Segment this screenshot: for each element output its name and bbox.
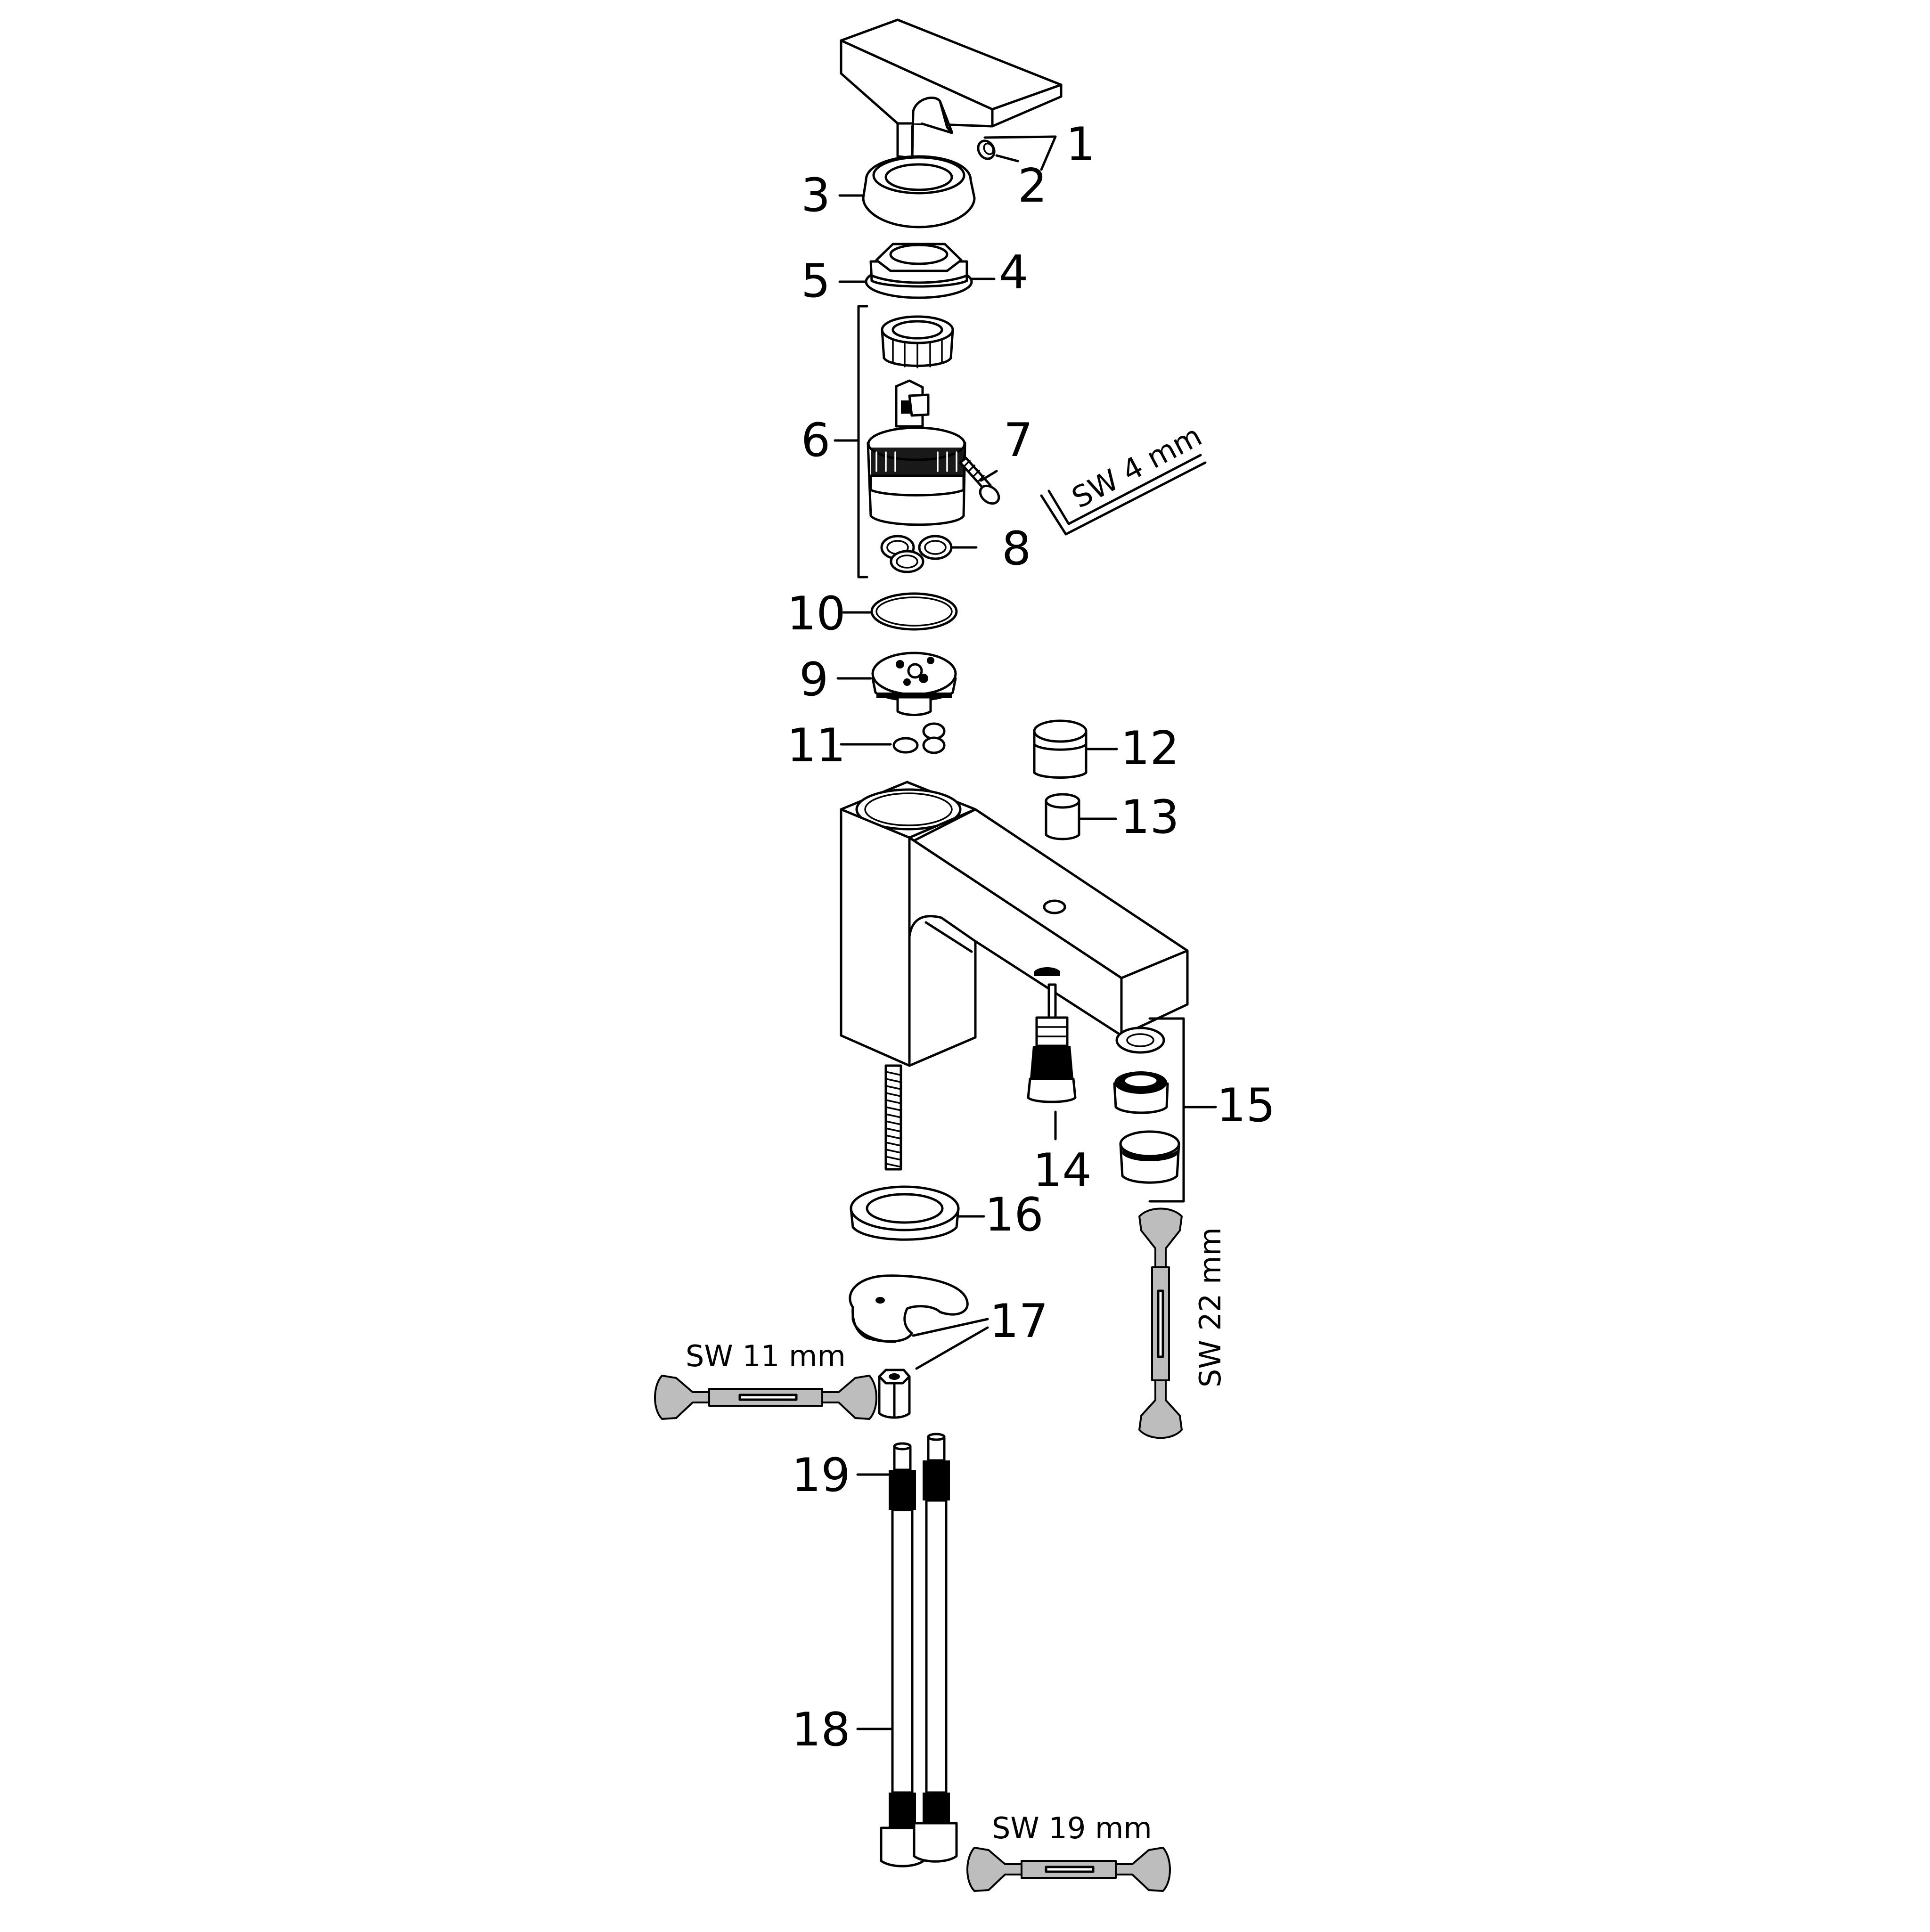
supply-hoses (880, 1433, 958, 1867)
label-14: 14 (1033, 1144, 1092, 1198)
label-19: 19 (792, 1449, 851, 1502)
label-3: 3 (801, 169, 830, 222)
lever-handle (840, 18, 1063, 159)
grub-screw (977, 139, 996, 160)
label-1: 1 (1066, 118, 1095, 171)
cartridge-assembly (857, 305, 966, 579)
label-2: 2 (1018, 159, 1047, 213)
label-11: 11 (787, 719, 846, 773)
insert-sleeve (1045, 793, 1080, 840)
label-4: 4 (999, 246, 1028, 300)
label-5: 5 (801, 254, 830, 308)
wrench-11mm (654, 1375, 877, 1420)
label-15: 15 (1217, 1079, 1276, 1133)
cover-cap (862, 155, 976, 228)
small-o-rings (892, 722, 946, 754)
label-17: 17 (990, 1295, 1048, 1348)
label-13: 13 (1120, 791, 1179, 844)
cartridge-seals (880, 535, 953, 573)
hex-key-tool (1040, 454, 1207, 536)
base-gasket (850, 1185, 960, 1241)
wrench-19mm (966, 1847, 1171, 1892)
threaded-ring (865, 243, 973, 299)
faucet-body (840, 781, 1189, 1171)
stud-nut (878, 1369, 911, 1419)
label-18: 18 (792, 1703, 851, 1757)
leader-lines (834, 135, 1217, 1730)
fixing-screw (959, 457, 1000, 505)
label-wrench-11: SW 11 mm (686, 1339, 846, 1373)
base-plate (871, 652, 957, 716)
part-number-labels: 1 2 3 5 4 6 7 8 10 9 11 12 13 14 15 16 1… (787, 118, 1276, 1757)
label-6: 6 (801, 414, 830, 467)
label-wrench-22: SW 22 mm (1193, 1227, 1227, 1387)
wrench-22mm (1138, 1207, 1183, 1439)
horseshoe-washer (849, 1274, 969, 1343)
label-16: 16 (985, 1188, 1044, 1242)
aerator-cap (1033, 719, 1088, 779)
valve-cartridge (1027, 983, 1077, 1103)
large-o-ring (870, 592, 958, 631)
label-9: 9 (799, 653, 828, 707)
label-wrench-19: SW 19 mm (992, 1811, 1152, 1845)
label-10: 10 (787, 587, 846, 641)
aerator-set (1113, 1017, 1185, 1203)
label-8: 8 (1002, 522, 1031, 576)
label-7: 7 (1004, 414, 1033, 467)
label-hex-key-size: SW 4 mm (1066, 418, 1207, 515)
label-12: 12 (1120, 722, 1179, 775)
